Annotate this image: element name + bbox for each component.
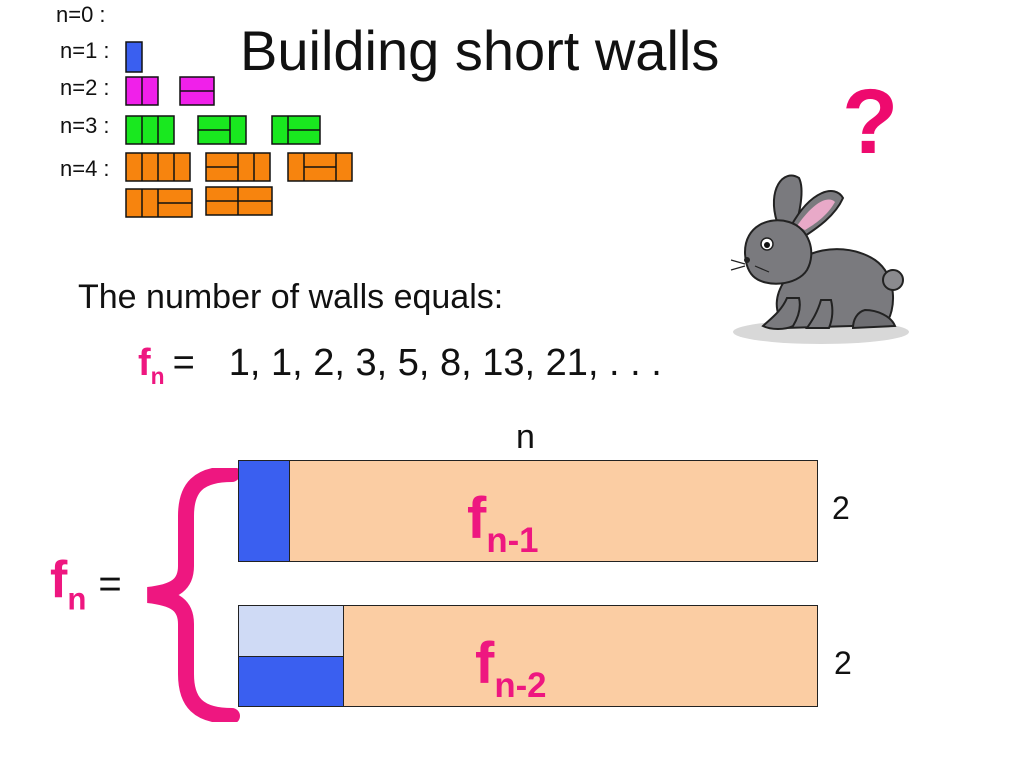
wall-case-vertical: fn-1 [238,460,818,562]
tiling-n3-b [197,115,247,145]
term-f-n-1: fn-1 [467,486,539,560]
horizontal-tile-bottom [239,657,344,706]
wall-case-horizontal: fn-2 [238,605,818,707]
tiling-n1 [125,41,143,73]
tiling-n3-a [125,115,175,145]
n-label-0: n=0 : [56,2,106,27]
term-f-n-2: fn-2 [475,631,547,705]
question-mark: ? [842,71,899,173]
height-label-bottom: 2 [834,645,852,681]
n-label-2: n=2 : [60,75,110,100]
wall-length-label: n [516,418,535,456]
tiling-n2-horizontal [179,76,215,106]
tiling-n4-b [205,152,271,182]
sequence-equals: = [172,342,195,384]
tiling-examples [125,41,353,218]
sequence-values: 1, 1, 2, 3, 5, 8, 13, 21, . . . [228,342,662,384]
vertical-tile [239,461,290,561]
n-label-1: n=1 : [60,38,110,63]
tiling-n4-a [125,152,191,182]
tiling-n4-c [287,152,353,182]
height-label-top: 2 [832,490,850,526]
sequence-f: fn [138,342,165,390]
rabbit-icon [730,174,909,344]
statement-text: The number of walls equals: [78,278,504,316]
brace-icon [146,468,240,722]
sequence-row: fn= 1, 1, 2, 3, 5, 8, 13, 21, . . . [138,342,662,390]
tiling-n2-vertical [125,76,159,106]
horizontal-tile-top [239,606,344,657]
tiling-n3-c [271,115,321,145]
n-label-3: n=3 : [60,113,110,138]
tiling-n4-d [125,188,193,218]
tiling-n4-e [205,186,273,216]
recurrence-lhs: fn= [50,551,122,617]
n-label-4: n=4 : [60,156,110,181]
page-title: Building short walls [240,19,720,82]
